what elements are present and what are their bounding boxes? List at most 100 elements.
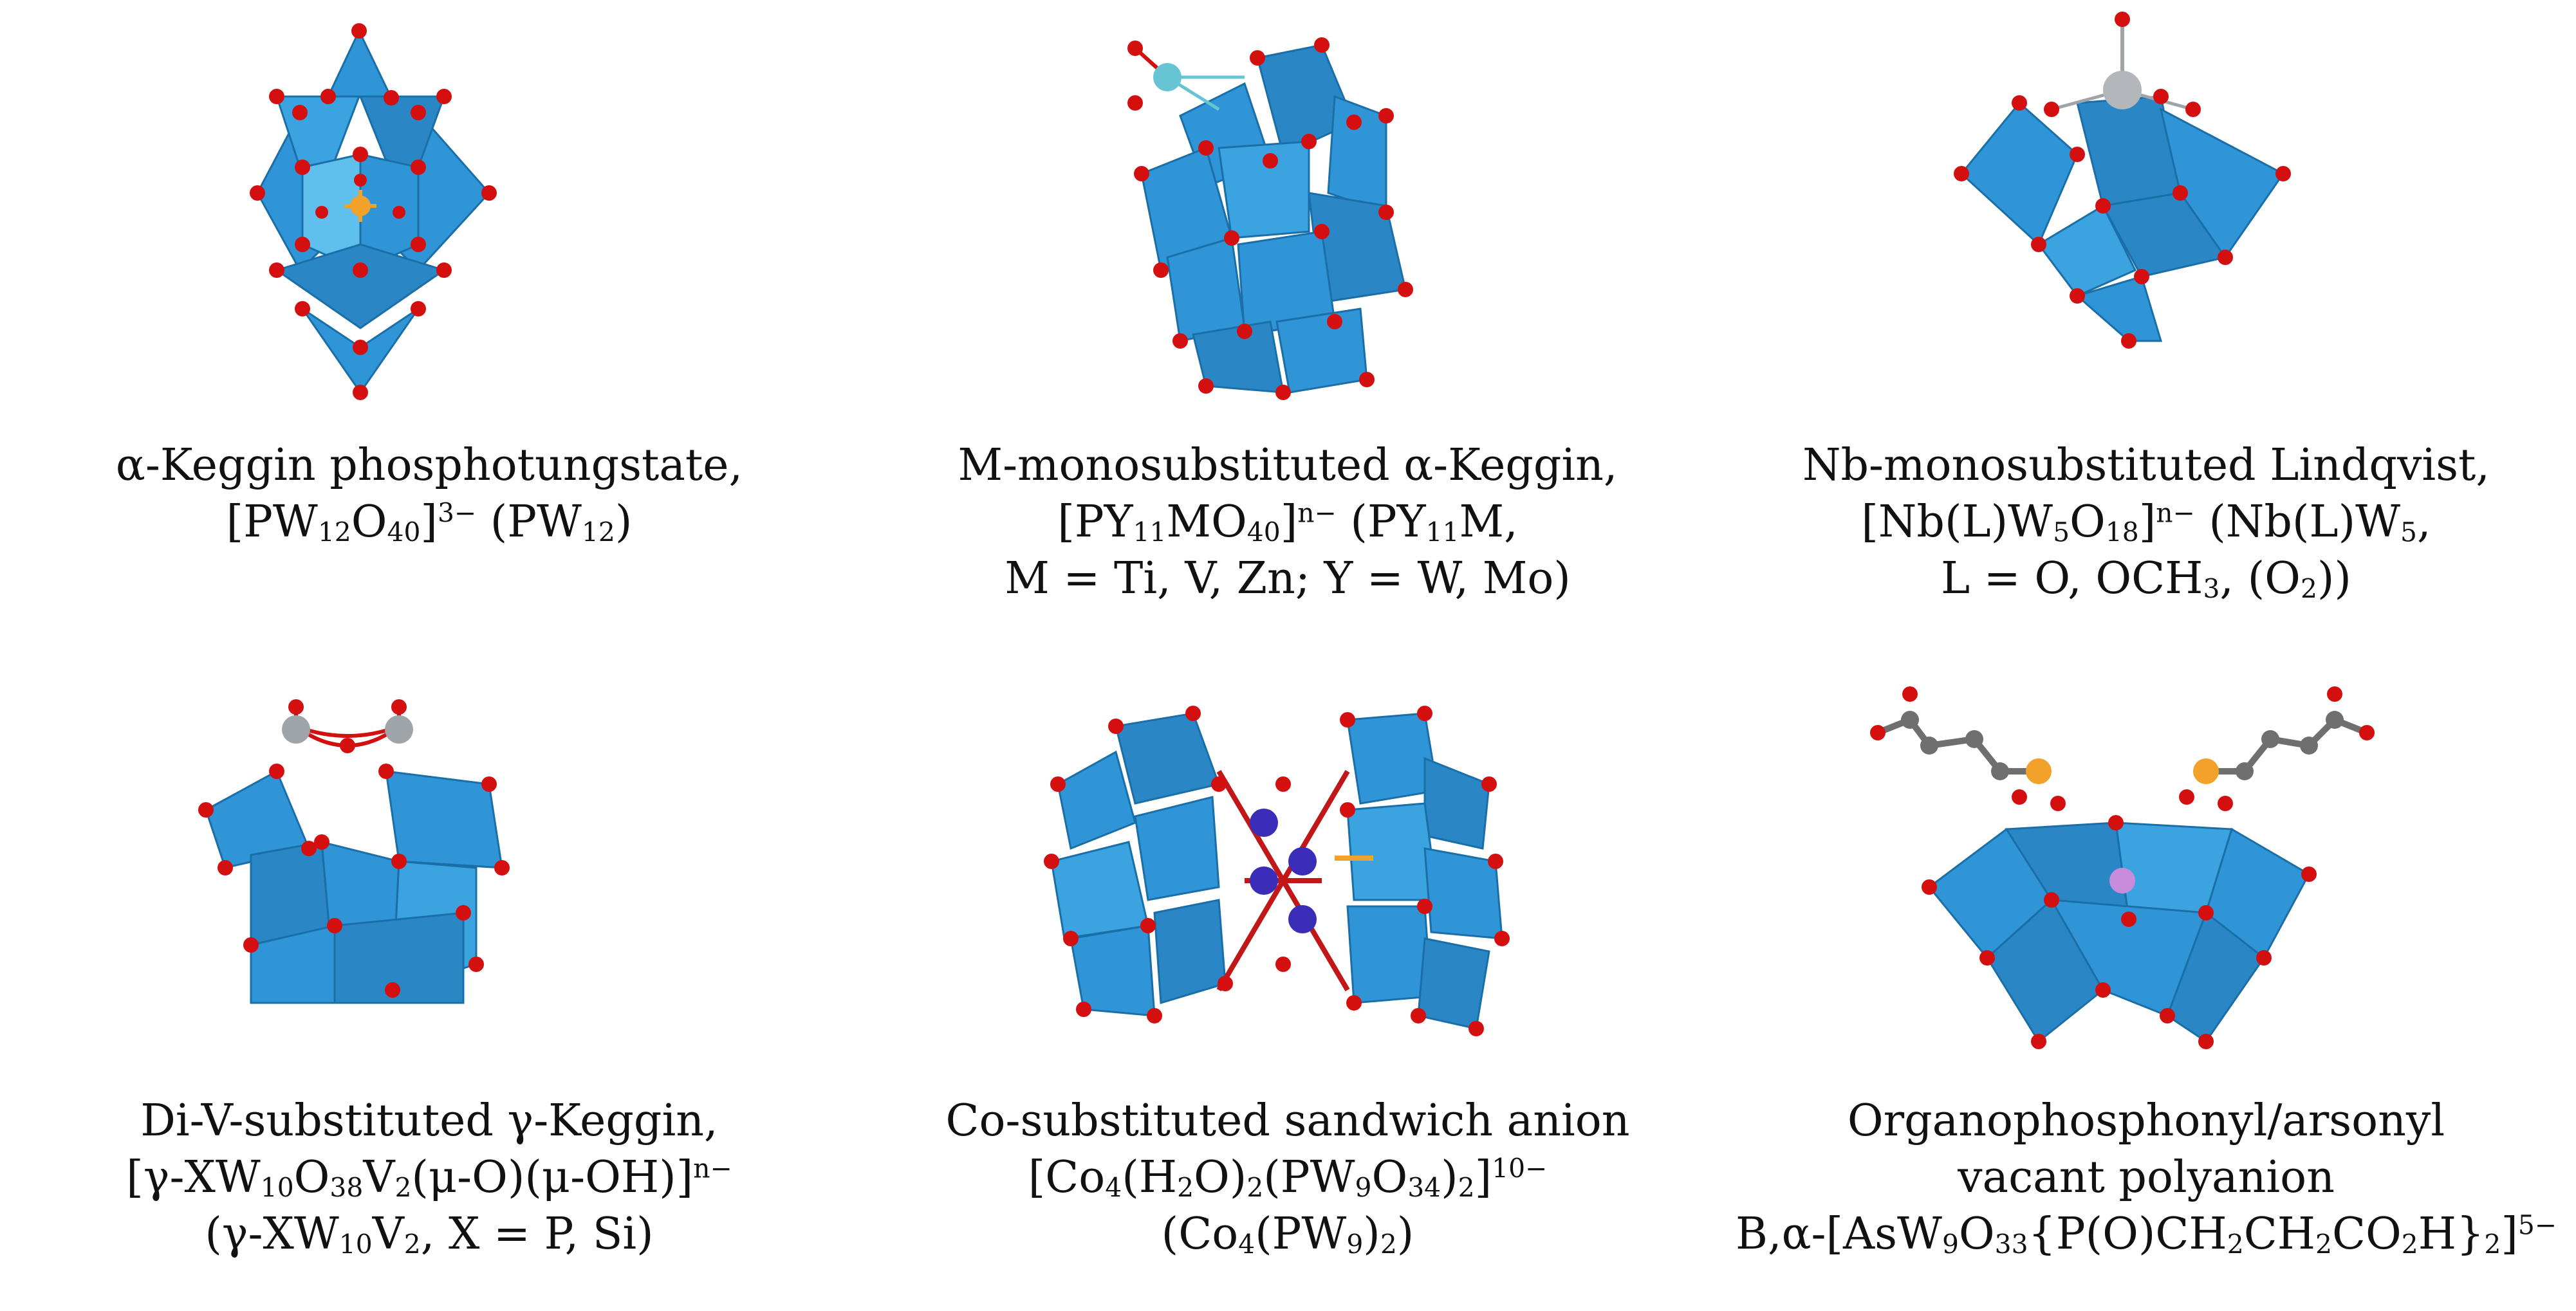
caption-text: 12 <box>317 517 351 548</box>
caption-text: -Keggin phosphotungstate, <box>145 440 743 491</box>
panel-gamma-keggin: Di-V-substituted γ-Keggin,[γ-XW10O38V2(μ… <box>0 656 858 1311</box>
caption-line: B,α-[AsW9O33{P(O)CH2CH2CO2H}2]5− <box>1717 1206 2575 1263</box>
caption-line: (γ-XW10V2, X = P, Si) <box>0 1206 858 1263</box>
caption-text: ] <box>1280 497 1298 547</box>
oxygen-atoms <box>1044 706 1510 1036</box>
caption-text: Di-V-substituted γ-Keggin, <box>140 1096 718 1146</box>
polyhedra <box>205 769 503 1004</box>
caption-line: M = Ti, V, Zn; Y = W, Mo) <box>858 551 1717 607</box>
arsenic-center-atom <box>2109 868 2135 894</box>
caption-text: 11 <box>1425 517 1459 548</box>
caption-text: (Nb(L)W <box>2194 497 2400 547</box>
caption-text: 38 <box>329 1172 364 1204</box>
lindqvist-structure <box>1954 12 2291 349</box>
caption-text: n− <box>693 1153 732 1184</box>
caption-text: 2 <box>2484 1229 2501 1260</box>
caption-line: Di-V-substituted γ-Keggin, <box>0 1093 858 1150</box>
caption-text: 5− <box>2517 1209 2557 1241</box>
caption-text: (H <box>1122 1152 1178 1203</box>
caption-text: O <box>1371 1152 1408 1203</box>
caption-text: ] <box>2501 1209 2518 1260</box>
caption-line: L = O, OCH3, (O2)) <box>1717 551 2575 607</box>
caption-text: 9 <box>1941 1229 1959 1260</box>
organophosphonyl-structure <box>1870 686 2375 1049</box>
caption-text: 5 <box>2400 517 2417 548</box>
caption-text: 10 <box>260 1172 294 1204</box>
caption-text: (PW <box>1263 1152 1355 1203</box>
caption-text: O <box>293 1152 330 1203</box>
caption-text: 9 <box>1346 1229 1364 1260</box>
caption-text: (PW <box>1255 1209 1347 1260</box>
caption-text: , <box>2416 497 2431 547</box>
caption-text: 2 <box>1177 1172 1194 1204</box>
caption-text: 10 <box>338 1229 373 1260</box>
caption-line: [PW12O40]3− (PW12) <box>0 494 858 551</box>
caption-line: (Co4(PW9)2) <box>858 1206 1717 1263</box>
caption-text: 12 <box>581 517 615 548</box>
caption-text: M-monosubstituted α-Keggin, <box>958 440 1618 491</box>
caption-text: )) <box>2317 553 2351 604</box>
caption-text: 11 <box>1133 517 1167 548</box>
monosubstituted-keggin-structure <box>1127 37 1413 400</box>
caption-line: [PY11MO40]n− (PY11M, <box>858 494 1717 551</box>
caption-line: Co-substituted sandwich anion <box>858 1093 1717 1150</box>
caption-text: 2 <box>1246 1172 1264 1204</box>
caption-text: (PY <box>1336 497 1426 547</box>
caption-text: [Co <box>1028 1152 1106 1203</box>
caption-text: ] <box>2138 497 2156 547</box>
caption-text: ) <box>1396 1209 1414 1260</box>
panel-keggin: α-Keggin phosphotungstate,[PW12O40]3− (P… <box>0 0 858 656</box>
caption-line: [Co4(H2O)2(PW9O34)2]10− <box>858 1150 1717 1206</box>
caption-mono-keggin: M-monosubstituted α-Keggin,[PY11MO40]n− … <box>858 437 1717 607</box>
caption-text: n− <box>1297 497 1337 529</box>
caption-text: 3 <box>2203 573 2220 605</box>
caption-text: 4 <box>1238 1229 1256 1260</box>
caption-text: 4 <box>1105 1172 1122 1204</box>
sandwich-structure <box>1044 706 1510 1036</box>
caption-text: , X = P, Si) <box>420 1209 654 1260</box>
caption-gamma-keggin: Di-V-substituted γ-Keggin,[γ-XW10O38V2(μ… <box>0 1093 858 1263</box>
caption-text: 9 <box>1355 1172 1372 1204</box>
oxygen-atoms <box>1127 37 1413 400</box>
caption-keggin: α-Keggin phosphotungstate,[PW12O40]3− (P… <box>0 437 858 551</box>
caption-text: 5 <box>2053 517 2070 548</box>
caption-text: 2 <box>394 1172 412 1204</box>
alpha-keggin-structure <box>250 23 497 400</box>
oxygen-atoms <box>1870 686 2375 1049</box>
caption-text: [PY <box>1057 497 1133 547</box>
polyhedra <box>1050 712 1503 1030</box>
caption-text: [PW <box>226 497 318 547</box>
caption-text: O <box>351 497 387 547</box>
caption-line: Organophosphonyl/arsonyl <box>1717 1093 2575 1150</box>
niobium-substituent-atom <box>2051 19 2194 111</box>
caption-text: 18 <box>2105 517 2139 548</box>
caption-text: 2 <box>2300 573 2317 605</box>
oxygen-atoms <box>250 23 497 400</box>
cobalt-core-atoms <box>1216 769 1373 992</box>
oxygen-atoms <box>198 699 510 998</box>
caption-text: V <box>363 1152 395 1203</box>
caption-text: Co-substituted sandwich anion <box>945 1096 1630 1146</box>
polyhedra <box>1960 95 2285 342</box>
caption-text: ] <box>420 497 438 547</box>
caption-line: [Nb(L)W5O18]n− (Nb(L)W5, <box>1717 494 2575 551</box>
caption-text: n− <box>2156 497 2195 529</box>
panel-mono-keggin: M-monosubstituted α-Keggin,[PY11MO40]n− … <box>858 0 1717 656</box>
caption-text: L = O, OCH <box>1941 553 2203 604</box>
caption-text: CH <box>2243 1209 2316 1260</box>
caption-text: O <box>2070 497 2106 547</box>
caption-lindqvist: Nb-monosubstituted Lindqvist,[Nb(L)W5O18… <box>1717 437 2575 607</box>
caption-text: α <box>115 440 145 491</box>
caption-line: α-Keggin phosphotungstate, <box>0 437 858 494</box>
caption-text: O <box>1958 1209 1995 1260</box>
caption-text: Organophosphonyl/arsonyl <box>1847 1096 2445 1146</box>
caption-text: (PW <box>476 497 582 547</box>
caption-text: M = Ti, V, Zn; Y = W, Mo) <box>1005 553 1571 604</box>
polyhedra <box>1927 821 2311 1043</box>
caption-text: 2 <box>1380 1229 1397 1260</box>
caption-line: M-monosubstituted α-Keggin, <box>858 437 1717 494</box>
gamma-keggin-structure <box>198 699 510 1004</box>
caption-text: ) <box>1441 1152 1458 1203</box>
